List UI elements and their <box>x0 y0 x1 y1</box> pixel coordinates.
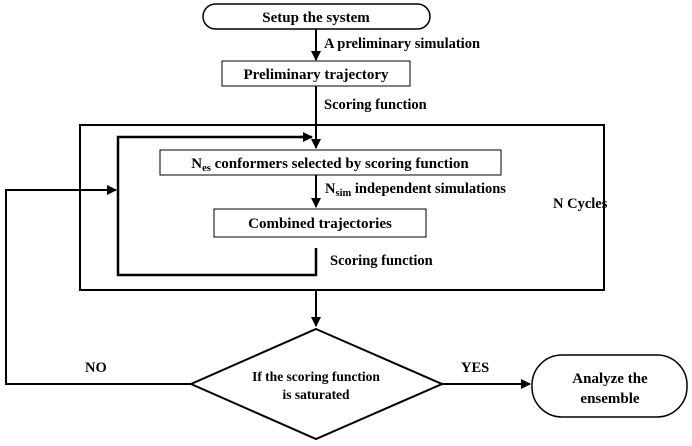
preliminary-trajectory-label: Preliminary trajectory <box>243 67 389 83</box>
start-node-label: Setup the system <box>262 10 370 26</box>
inner-loop-line <box>116 135 318 277</box>
no-label: NO <box>85 360 107 376</box>
scoring-function-label-2: Scoring function <box>330 253 433 269</box>
decision-diamond <box>188 327 445 441</box>
combined-trajectories-label: Combined trajectories <box>248 216 392 232</box>
decision-label-line1: If the scoring function <box>252 369 380 384</box>
preliminary-simulation-label: A preliminary simulation <box>324 36 480 52</box>
preliminary-trajectory-box <box>221 60 411 87</box>
simulations-label: Nsim independent simulations <box>325 181 506 199</box>
combined-trajectories-box <box>213 208 427 238</box>
conformers-label: Nes conformers selected by scoring funct… <box>191 156 469 174</box>
end-node-label-line2: ensemble <box>580 391 640 407</box>
end-node-label-line1: Analyze the <box>572 371 648 387</box>
yes-label: YES <box>461 360 489 376</box>
scoring-function-label-1: Scoring function <box>324 97 427 113</box>
decision-label-line2: is saturated <box>282 387 350 402</box>
conformers-box <box>159 149 502 176</box>
n-cycles-label: N Cycles <box>553 196 608 212</box>
no-branch-line <box>5 189 191 385</box>
n-cycles-outer-box <box>79 124 605 291</box>
end-node-shape <box>531 354 688 418</box>
